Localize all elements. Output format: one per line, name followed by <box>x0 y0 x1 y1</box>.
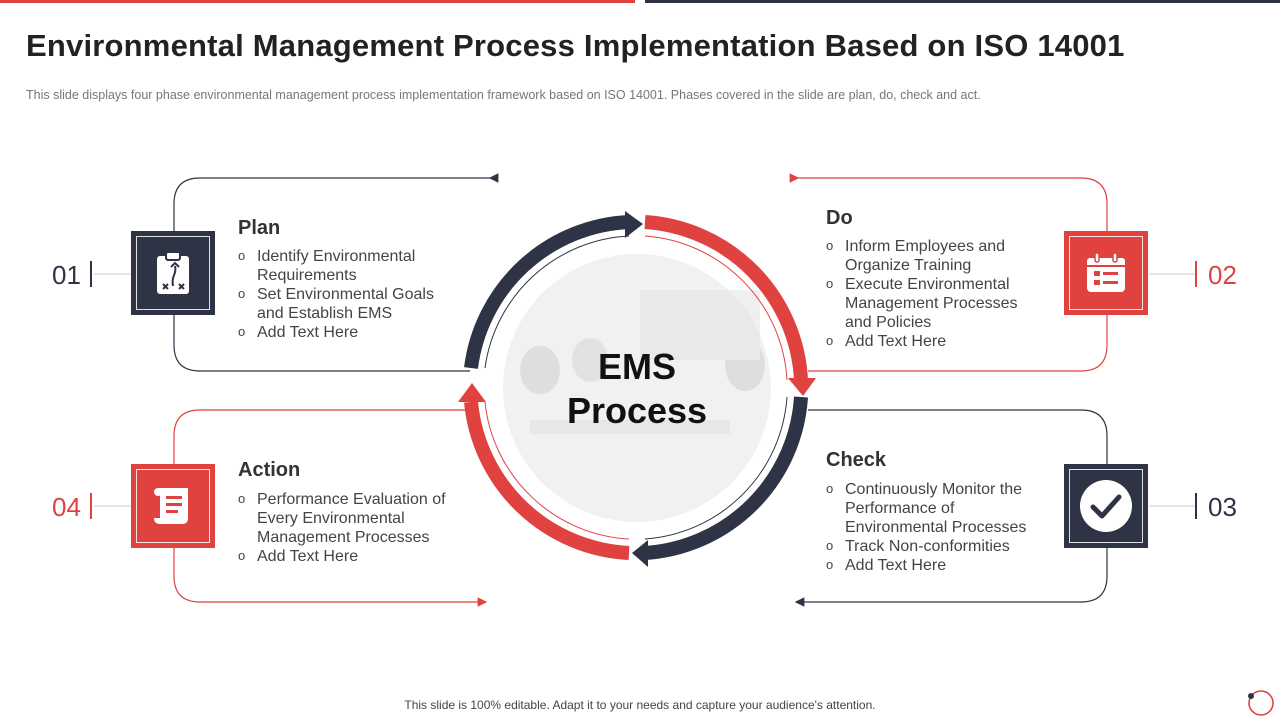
page-title: Environmental Management Process Impleme… <box>26 28 1125 63</box>
action-icon-box <box>131 464 215 548</box>
list-item: Inform Employees and Organize Training <box>826 236 1046 275</box>
plan-icon-box <box>131 231 215 315</box>
list-item: Identify Environmental Requirements <box>238 246 458 285</box>
do-icon-box <box>1064 231 1148 315</box>
phase-number-plan: 01 <box>52 260 81 290</box>
list-item: Continuously Monitor the Performance of … <box>826 479 1046 537</box>
phase-title-check: Check <box>826 449 887 471</box>
ems-label-line2: Process <box>566 390 708 431</box>
list-item: Add Text Here <box>238 546 458 566</box>
top-accent-bar-red <box>0 0 635 3</box>
number-divider-action <box>90 493 92 519</box>
checkmark-circle-icon <box>1080 480 1132 532</box>
list-item: Add Text Here <box>826 331 1046 351</box>
list-item: Execute Environmental Management Process… <box>826 274 1046 332</box>
top-accent-bar-navy <box>645 0 1280 3</box>
list-item: Add Text Here <box>826 555 1046 575</box>
list-item: Set Environmental Goals and Establish EM… <box>238 284 458 323</box>
calendar-icon <box>1087 252 1125 292</box>
list-item: Add Text Here <box>238 322 458 342</box>
scroll-icon <box>154 488 188 524</box>
phase-number-check: 03 <box>1208 492 1237 522</box>
clipboard-strategy-icon <box>157 251 189 294</box>
list-item: Track Non-conformities <box>826 536 1046 556</box>
check-bullet-list: Continuously Monitor the Performance of … <box>826 479 1046 575</box>
plan-bullet-list: Identify Environmental Requirements Set … <box>238 246 458 342</box>
phase-title-do: Do <box>826 207 853 229</box>
phase-title-action: Action <box>238 459 301 481</box>
page-subtitle: This slide displays four phase environme… <box>26 88 981 102</box>
phase-number-action: 04 <box>52 492 81 522</box>
corner-logo-icon <box>1248 690 1274 716</box>
ems-process-label: EMS Process <box>537 345 737 433</box>
number-divider-plan <box>90 261 92 287</box>
list-item: Performance Evaluation of Every Environm… <box>238 489 458 547</box>
phase-title-plan: Plan <box>238 217 281 239</box>
phase-number-do: 02 <box>1208 260 1237 290</box>
footer-note: This slide is 100% editable. Adapt it to… <box>404 698 876 712</box>
check-icon-box <box>1064 464 1148 548</box>
meeting-photo-silhouettes <box>520 290 765 434</box>
number-divider-check <box>1195 493 1197 519</box>
do-bullet-list: Inform Employees and Organize Training E… <box>826 236 1046 351</box>
number-divider-do <box>1195 261 1197 287</box>
action-bullet-list: Performance Evaluation of Every Environm… <box>238 489 458 566</box>
ems-label-line1: EMS <box>597 346 676 387</box>
